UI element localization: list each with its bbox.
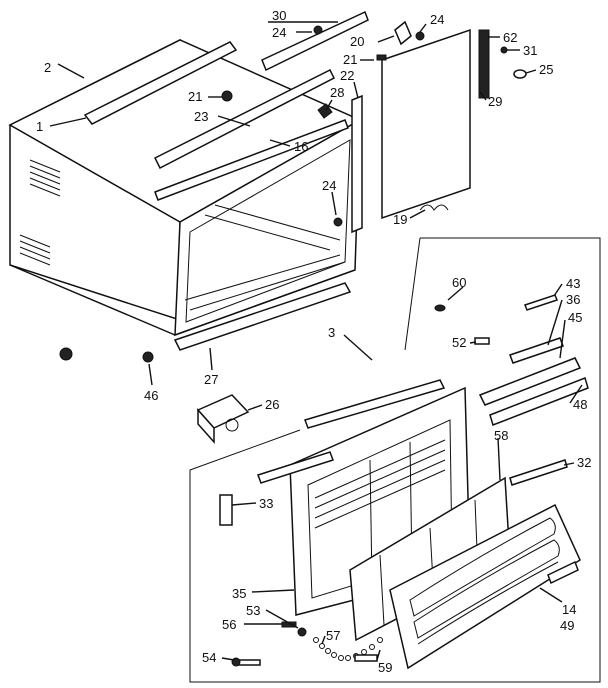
fastener-part-59: [354, 654, 378, 662]
part-label: 43: [566, 276, 580, 291]
part-label: 46: [144, 388, 158, 403]
grille-top-strip: [304, 379, 446, 429]
foot-part-46: [142, 351, 154, 363]
part-label: 16: [294, 139, 308, 154]
part-label: 27: [204, 372, 218, 387]
cabinet-assembly: [8, 38, 362, 351]
part-label: 33: [259, 496, 273, 511]
leader-lines: [49, 21, 583, 661]
part-label: 26: [265, 397, 279, 412]
part-label: 25: [539, 62, 553, 77]
part-label: 35: [232, 586, 246, 601]
strip-part-32: [509, 459, 568, 486]
nut-part-60: [434, 304, 446, 312]
part-label: 24: [272, 25, 286, 40]
part-label: 60: [452, 275, 466, 290]
part-label: 23: [194, 109, 208, 124]
side-vent-lower: [19, 234, 51, 266]
part-label: 21: [343, 52, 357, 67]
side-strip-part-22: [351, 94, 363, 234]
part-label: 30: [272, 8, 286, 23]
part-label: 32: [577, 455, 591, 470]
screw-part-24-top: [415, 31, 425, 41]
part-label: 29: [488, 94, 502, 109]
part-label: 36: [566, 292, 580, 307]
bracket-part-36: [509, 337, 564, 364]
part-label: 28: [330, 85, 344, 100]
part-label: 22: [340, 68, 354, 83]
top-rail-part-30: [261, 10, 369, 72]
clip-part-28: [317, 103, 333, 119]
loose-part: [59, 347, 73, 361]
clip-part-52: [474, 337, 490, 345]
part-label: 45: [568, 310, 582, 325]
part-label: 14: [562, 602, 576, 617]
part-label: 56: [222, 617, 236, 632]
part-label: 53: [246, 603, 260, 618]
part-label: 1: [36, 119, 43, 134]
front-assembly-outline: [189, 237, 601, 683]
rail-part-23: [153, 68, 336, 170]
part-label: 49: [560, 618, 574, 633]
side-vent-upper: [29, 159, 61, 197]
part-label: 2: [44, 60, 51, 75]
screw-part-21-top: [376, 54, 387, 61]
strip-part-43: [524, 294, 558, 311]
part-label: 21: [188, 89, 202, 104]
side-panel-part-19: [381, 28, 471, 220]
knob-part-25: [513, 69, 527, 79]
part-label: 20: [350, 34, 364, 49]
front-door-part-49: [389, 503, 581, 670]
part-label: 59: [378, 660, 392, 675]
screw-part-24-mid: [333, 217, 343, 227]
bracket-part-20: [394, 20, 412, 46]
strip-part-33-top: [257, 451, 334, 484]
part-label: 54: [202, 650, 216, 665]
part-label: 62: [503, 30, 517, 45]
part-label: 31: [523, 43, 537, 58]
trim-part-14: [547, 560, 579, 585]
screw-part-24-left: [313, 25, 323, 35]
bracket-part-48: [489, 377, 589, 426]
block-part-26: [196, 394, 250, 444]
top-rail-part-1: [83, 41, 238, 125]
clip-part-33: [219, 494, 233, 526]
part-label: 52: [452, 335, 466, 350]
part-label: 19: [393, 212, 407, 227]
part-label: 58: [494, 428, 508, 443]
part-number-labels: 2 1 30 24 20 24 62 31 25 29 21 22 28 21 …: [36, 8, 591, 675]
gasket-strip-part-29: [478, 29, 490, 99]
part-label: 48: [573, 397, 587, 412]
part-label: 24: [322, 178, 336, 193]
part-label: 3: [328, 325, 335, 340]
screw-part-21: [221, 90, 233, 102]
part-label: 57: [326, 628, 340, 643]
part-label: 24: [430, 12, 444, 27]
nut-part-53: [297, 627, 307, 637]
bracket-part-45: [478, 357, 582, 406]
